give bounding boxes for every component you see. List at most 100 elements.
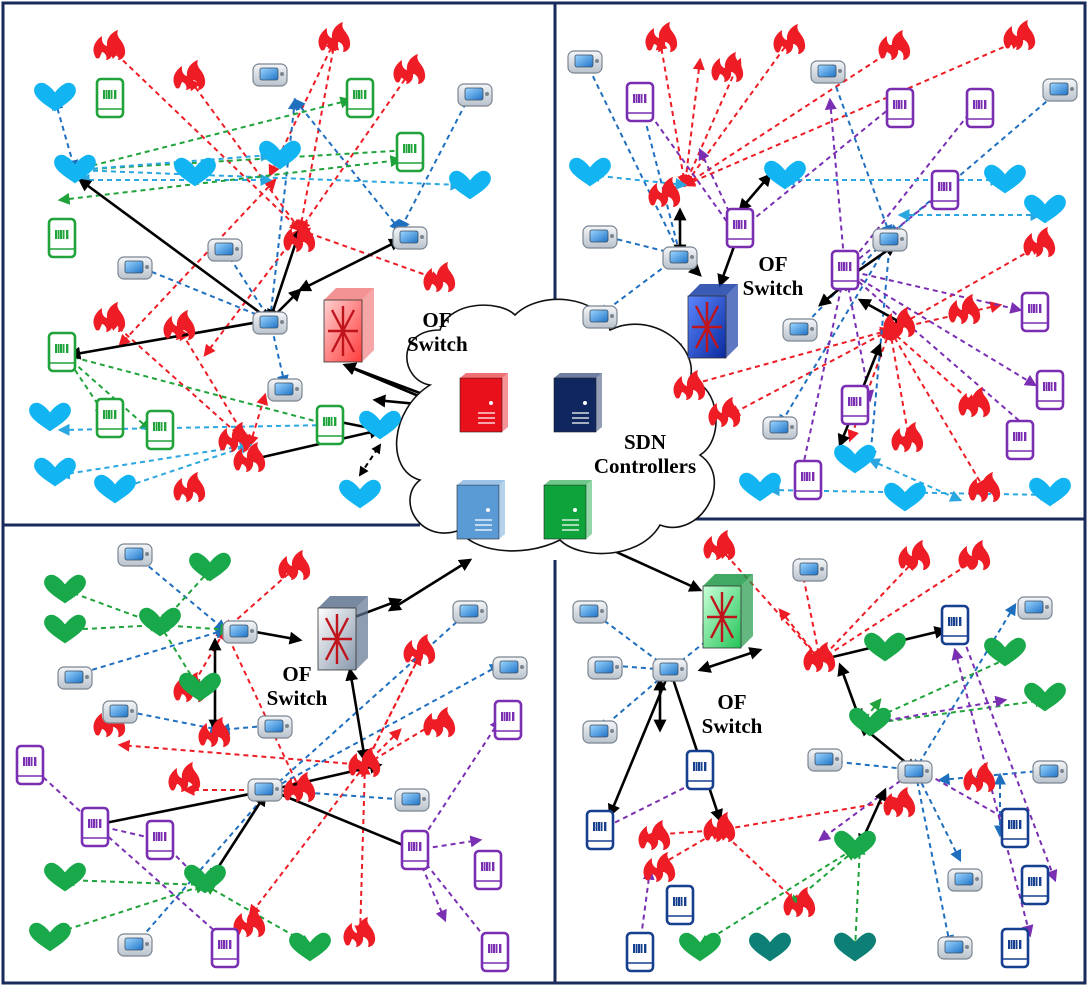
data-link bbox=[718, 546, 822, 662]
fire-sensor-icon bbox=[423, 707, 456, 737]
heart-sensor-icon bbox=[54, 154, 96, 184]
openflow-switch-icon bbox=[317, 596, 368, 671]
tablet-device-icon bbox=[940, 604, 970, 646]
openflow-switch-icon bbox=[687, 284, 738, 359]
heart-sensor-icon bbox=[749, 932, 791, 962]
data-link bbox=[62, 874, 208, 891]
fire-sensor-icon bbox=[233, 442, 266, 472]
fire-sensor-icon bbox=[168, 762, 201, 792]
controller-link bbox=[387, 558, 473, 612]
fire-sensor-icon bbox=[898, 540, 931, 570]
heart-sensor-icon bbox=[764, 160, 806, 190]
data-link bbox=[354, 762, 371, 938]
fire-sensor-icon bbox=[198, 717, 231, 747]
heart-sensor-icon bbox=[44, 574, 86, 604]
tablet-device-icon bbox=[400, 829, 430, 871]
data-link bbox=[132, 263, 273, 322]
tablet-device-icon bbox=[315, 404, 345, 446]
heart-sensor-icon bbox=[179, 672, 221, 702]
pager-device-icon bbox=[247, 778, 283, 802]
heart-sensor-icon bbox=[884, 482, 926, 512]
heart-sensor-icon bbox=[834, 830, 876, 860]
data-link bbox=[117, 739, 368, 771]
tablet-device-icon bbox=[1005, 419, 1035, 461]
data-link bbox=[293, 98, 402, 232]
pager-device-icon bbox=[792, 558, 828, 582]
tablet-device-icon bbox=[1020, 291, 1050, 333]
tablet-device-icon bbox=[725, 207, 755, 249]
data-link bbox=[51, 97, 79, 173]
heart-sensor-icon bbox=[449, 170, 491, 200]
pager-device-icon bbox=[1042, 78, 1078, 102]
pager-device-icon bbox=[117, 256, 153, 280]
heart-sensor-icon bbox=[359, 410, 401, 440]
fire-sensor-icon bbox=[403, 634, 436, 664]
fire-sensor-icon bbox=[1003, 20, 1036, 50]
heart-sensor-icon bbox=[834, 444, 876, 474]
data-link bbox=[295, 37, 340, 233]
fire-sensor-icon bbox=[958, 540, 991, 570]
fire-sensor-icon bbox=[348, 747, 381, 777]
tablet-device-icon bbox=[585, 809, 615, 851]
data-link bbox=[843, 268, 1032, 432]
heart-sensor-icon bbox=[984, 164, 1026, 194]
pager-device-icon bbox=[807, 748, 843, 772]
pager-device-icon bbox=[252, 63, 288, 87]
heart-sensor-icon bbox=[139, 607, 181, 637]
heart-sensor-icon bbox=[679, 932, 721, 962]
tablet-device-icon bbox=[145, 819, 175, 861]
data-link bbox=[247, 392, 268, 448]
fire-sensor-icon bbox=[883, 787, 916, 817]
data-link bbox=[738, 98, 902, 232]
tablet-device-icon bbox=[345, 77, 375, 119]
data-link bbox=[413, 717, 502, 853]
data-link bbox=[93, 823, 227, 942]
openflow-switch-icon bbox=[323, 288, 374, 363]
heart-sensor-icon bbox=[864, 632, 906, 662]
fire-sensor-icon bbox=[703, 530, 736, 560]
data-link bbox=[864, 237, 896, 463]
data-link bbox=[842, 266, 1023, 314]
fire-sensor-icon bbox=[773, 24, 806, 54]
data-link bbox=[857, 695, 1008, 730]
tablet-device-icon bbox=[395, 131, 425, 173]
data-link bbox=[683, 57, 742, 188]
data-link bbox=[697, 843, 863, 947]
tablet-device-icon bbox=[80, 806, 110, 848]
tablet-device-icon bbox=[1035, 369, 1065, 411]
data-link bbox=[638, 98, 742, 242]
pager-device-icon bbox=[117, 933, 153, 957]
heart-sensor-icon bbox=[34, 457, 76, 487]
tablet-device-icon bbox=[95, 397, 125, 439]
heart-sensor-icon bbox=[984, 637, 1026, 667]
fire-sensor-icon bbox=[1023, 227, 1056, 257]
heart-sensor-icon bbox=[94, 474, 136, 504]
fire-sensor-icon bbox=[93, 30, 126, 60]
fire-sensor-icon bbox=[783, 887, 816, 917]
heart-sensor-icon bbox=[1024, 682, 1066, 712]
pager-device-icon bbox=[582, 720, 618, 744]
fire-sensor-icon bbox=[283, 222, 316, 252]
heart-sensor-icon bbox=[289, 932, 331, 962]
data-link bbox=[108, 318, 252, 447]
data-link bbox=[72, 144, 413, 176]
fire-sensor-icon bbox=[963, 762, 996, 792]
data-link bbox=[62, 619, 163, 636]
fire-sensor-icon bbox=[708, 397, 741, 427]
heart-sensor-icon bbox=[259, 140, 301, 170]
control-link bbox=[77, 178, 273, 322]
tablet-device-icon bbox=[145, 409, 175, 451]
heart-sensor-icon bbox=[29, 402, 71, 432]
pager-device-icon bbox=[897, 760, 933, 784]
data-link bbox=[910, 767, 955, 948]
data-link bbox=[107, 442, 253, 495]
pager-device-icon bbox=[572, 600, 608, 624]
fire-sensor-icon bbox=[645, 22, 678, 52]
fire-sensor-icon bbox=[423, 262, 456, 292]
tablet-device-icon bbox=[1020, 864, 1050, 906]
